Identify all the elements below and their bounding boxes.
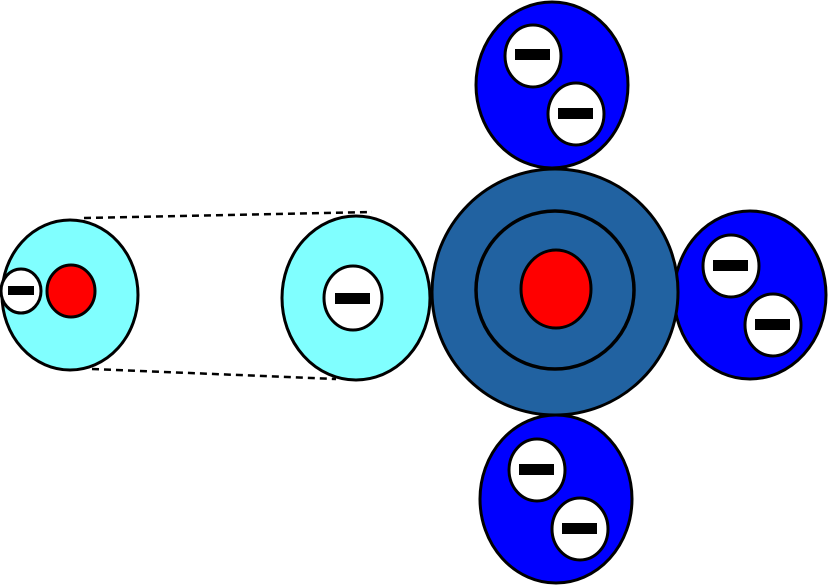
bottom-lobe-electron-2: [550, 496, 610, 562]
bottom-lobe-electron-1: [507, 437, 567, 503]
minus-sign-icon: [519, 464, 554, 475]
connector-bottom-line: [91, 367, 337, 381]
small-atom-nucleus: [45, 263, 97, 319]
right-lobe-electron-1: [701, 233, 761, 299]
top-lobe-electron-1: [503, 23, 563, 89]
minus-sign-icon: [562, 523, 597, 534]
minus-sign-icon: [515, 49, 550, 60]
connector-top-line: [83, 210, 373, 220]
minus-sign-icon: [8, 286, 34, 295]
lone-orbital: [280, 214, 432, 382]
minus-sign-icon: [335, 293, 370, 304]
right-lobe: [672, 209, 828, 381]
top-lobe-shape: [474, 0, 630, 170]
dashed-connector: [83, 210, 373, 381]
minus-sign-icon: [558, 108, 593, 119]
small-atom-electron: [0, 267, 43, 315]
minus-sign-icon: [713, 260, 748, 271]
top-lobe: [474, 0, 630, 170]
central-atom-nucleus: [519, 248, 593, 330]
right-lobe-shape: [672, 209, 828, 381]
lone-orbital-electron: [322, 264, 384, 332]
bottom-lobe: [478, 413, 634, 585]
top-lobe-electron-2: [546, 81, 606, 147]
minus-sign-icon: [755, 319, 790, 330]
central-atom: [430, 167, 680, 417]
right-lobe-electron-2: [743, 292, 803, 358]
small-atom: [0, 218, 140, 372]
bottom-lobe-shape: [478, 413, 634, 585]
